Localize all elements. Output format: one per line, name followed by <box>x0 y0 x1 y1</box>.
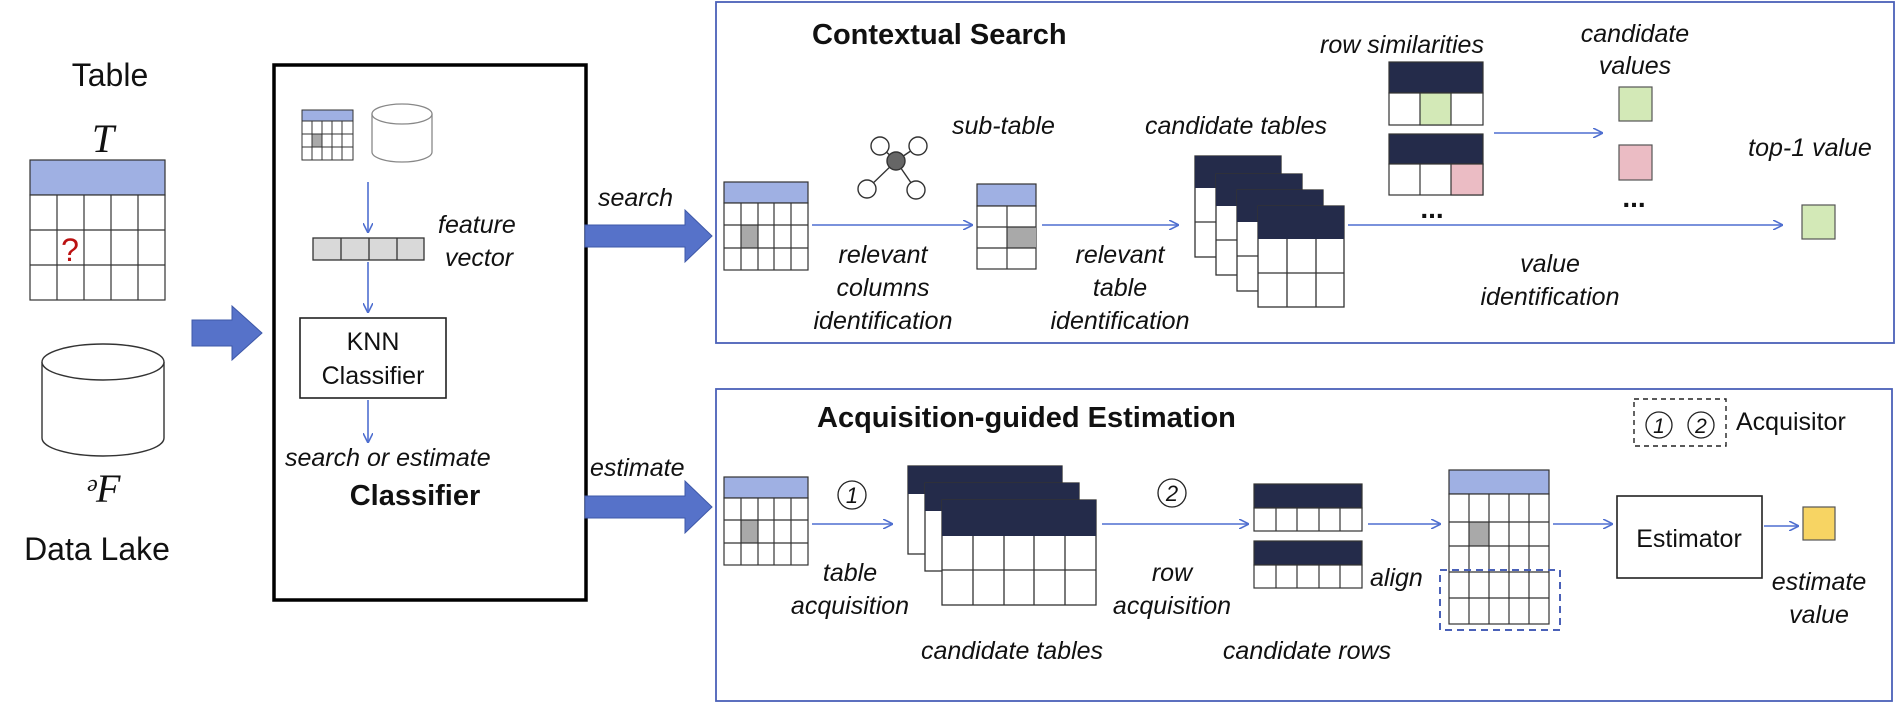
aligned-rows-highlight <box>1439 569 1561 631</box>
lake-symbol: ᵊF <box>86 466 121 511</box>
estimate-value-1: estimate <box>1772 568 1866 596</box>
column-graph-icon <box>857 136 928 200</box>
search-title: Contextual Search <box>812 19 1067 51</box>
acquired-table-stack <box>907 465 1097 606</box>
missing-value-mark: ? <box>61 232 79 268</box>
data-lake-icon <box>41 343 165 457</box>
lake-title: Data Lake <box>24 531 170 567</box>
row-similarity-1 <box>1388 61 1484 126</box>
legend-step2: 2 <box>1694 415 1707 438</box>
acquisitor-label: Acquisitor <box>1736 408 1846 436</box>
value-identification-2: identification <box>1481 283 1620 311</box>
candidate-row-1 <box>1253 483 1363 532</box>
step1-number: 1 <box>846 483 858 508</box>
candidate-rows-label: candidate rows <box>1223 637 1391 665</box>
step2-number: 2 <box>1165 481 1178 506</box>
feature-vector <box>312 237 425 261</box>
row-similarity-2 <box>1388 133 1484 196</box>
table-acquisition-2: acquisition <box>791 592 909 620</box>
top1-label: top-1 value <box>1748 134 1872 162</box>
legend-step1: 1 <box>1653 415 1665 438</box>
search-branch-label: search <box>598 184 673 212</box>
estimate-value-cell <box>1802 506 1836 541</box>
mini-table-icon <box>301 109 354 161</box>
sub-table <box>976 183 1037 270</box>
classifier-title: Classifier <box>350 480 481 512</box>
estimation-query-table <box>723 476 809 566</box>
candidate-value-green <box>1618 86 1653 122</box>
row-similarities-label: row similarities <box>1320 31 1484 59</box>
feature-label-1: feature <box>438 211 516 239</box>
row-acquisition-2: acquisition <box>1113 592 1231 620</box>
relevant-table-3: identification <box>1051 307 1190 335</box>
align-label: align <box>1370 564 1423 592</box>
estimation-panel: Acquisition-guided Estimation 1 2 Acquis… <box>715 388 1893 702</box>
mini-database-icon <box>371 103 433 163</box>
candidate-table-stack <box>1194 155 1345 308</box>
input-table-group: Table T ? ᵊF Data Lake <box>24 57 170 567</box>
candidate-tables-label: candidate tables <box>1145 112 1327 140</box>
step1-circle <box>837 480 867 510</box>
table-acquisition-1: table <box>823 559 877 587</box>
search-branch-arrow <box>584 208 713 264</box>
candidate-values-label-2: values <box>1599 52 1671 80</box>
value-ellipsis: ... <box>1622 182 1645 213</box>
knn-classifier-box: KNN Classifier <box>299 317 447 399</box>
candidate-value-pink <box>1618 144 1653 181</box>
knn-line1: KNN <box>347 328 400 356</box>
feature-label-2: vector <box>445 244 515 272</box>
acquisitor-legend: 1 2 Acquisitor <box>1633 398 1846 447</box>
classifier-box: feature vector KNN Classifier search or … <box>272 63 588 602</box>
candidate-values-label-1: candidate <box>1581 20 1689 48</box>
aligned-table <box>1439 469 1561 631</box>
estimate-value-2: value <box>1789 601 1849 629</box>
sub-table-label: sub-table <box>952 112 1055 140</box>
search-query-table <box>723 181 809 271</box>
value-identification-1: value <box>1520 250 1580 278</box>
estimation-title: Acquisition-guided Estimation <box>817 402 1236 434</box>
query-table: ? <box>29 159 166 301</box>
row-ellipsis: ... <box>1420 193 1443 224</box>
table-title: Table <box>72 57 149 93</box>
relevant-table-2: table <box>1093 274 1147 302</box>
estimate-branch-arrow <box>584 479 713 535</box>
acquired-tables-label: candidate tables <box>921 637 1103 665</box>
candidate-row-2 <box>1253 540 1363 589</box>
relevant-table-1: relevant <box>1076 241 1166 269</box>
knn-line2: Classifier <box>322 362 425 390</box>
relevant-columns-2: columns <box>836 274 929 302</box>
top1-value <box>1801 204 1836 240</box>
step2-circle <box>1157 478 1187 508</box>
relevant-columns-3: identification <box>814 307 953 335</box>
input-arrow <box>191 304 263 362</box>
estimate-branch-label: estimate <box>590 454 684 482</box>
relevant-columns-1: relevant <box>839 241 929 269</box>
row-acquisition-1: row <box>1152 559 1194 587</box>
table-symbol: T <box>92 116 117 161</box>
estimator-label: Estimator <box>1636 525 1742 553</box>
estimator-box: Estimator <box>1616 495 1763 579</box>
contextual-search-panel: Contextual Search sub-table <box>715 1 1895 344</box>
decision-label: search or estimate <box>285 444 491 472</box>
